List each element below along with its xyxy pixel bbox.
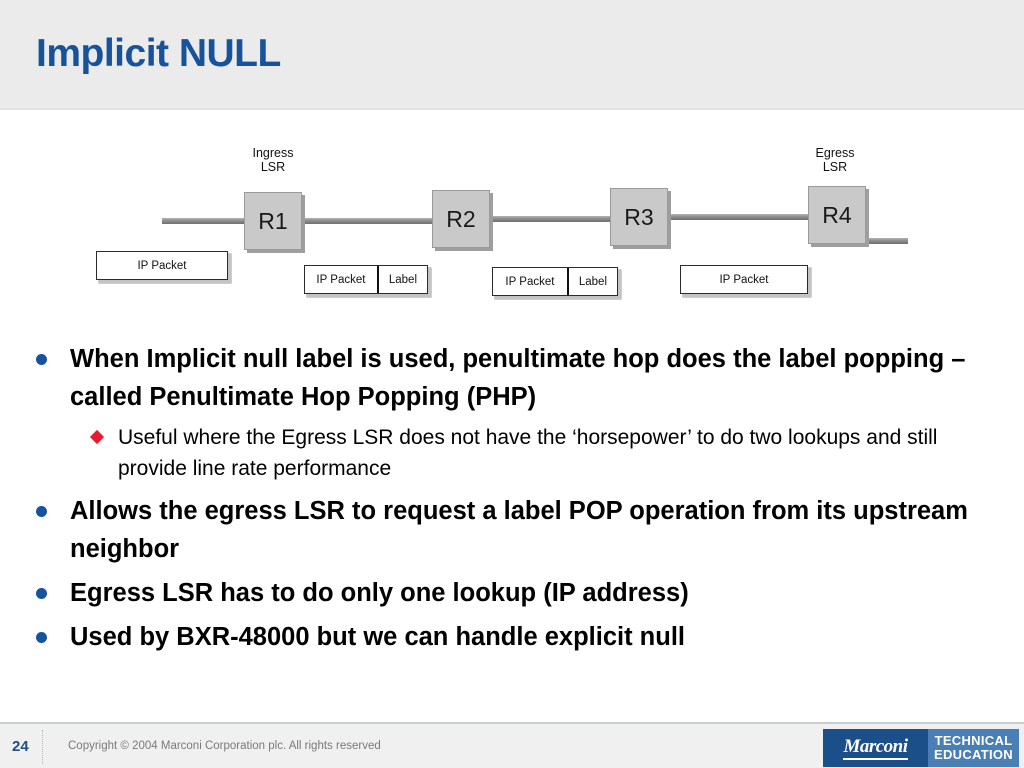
bullet-diamond-icon xyxy=(89,429,105,445)
bullet-text: Used by BXR-48000 but we can handle expl… xyxy=(70,623,686,651)
ingress-lsr-label: Ingress LSR xyxy=(252,146,294,174)
bullet-dot-icon xyxy=(36,632,47,643)
packet-label-cell: Label xyxy=(376,266,427,293)
slide-header: Implicit NULL xyxy=(0,0,1024,110)
sub-bullet-item: Useful where the Egress LSR does not hav… xyxy=(0,422,1024,484)
logo-line-technical: TECHNICAL xyxy=(934,733,1013,748)
router-node-r2[interactable]: R2 xyxy=(432,190,490,248)
bullet-dot-icon xyxy=(36,588,47,599)
marconi-technical-education-logo: Marconi TECHNICAL EDUCATION xyxy=(823,729,1019,767)
router-node-r3[interactable]: R3 xyxy=(610,188,668,246)
packet-ip-cell: IP Packet xyxy=(719,273,769,286)
router-label: R3 xyxy=(624,203,654,230)
page-title: Implicit NULL xyxy=(36,32,281,75)
bullet-text: When Implicit null label is used, penult… xyxy=(70,345,966,411)
logo-line-education: EDUCATION xyxy=(933,747,1013,762)
page-number: 24 xyxy=(12,738,29,755)
link-r2-r3 xyxy=(490,216,618,222)
technical-education-panel: TECHNICAL EDUCATION xyxy=(928,729,1019,767)
bullet-text: Useful where the Egress LSR does not hav… xyxy=(118,426,938,480)
router-node-r4[interactable]: R4 xyxy=(808,186,866,244)
bullet-text: Allows the egress LSR to request a label… xyxy=(70,497,968,563)
packet-ip-cell: IP Packet xyxy=(316,273,366,286)
marconi-wordmark: Marconi xyxy=(843,736,908,760)
bullet-dot-icon xyxy=(36,354,47,365)
link-r1-r2 xyxy=(300,218,438,224)
router-node-r1[interactable]: R1 xyxy=(244,192,302,250)
bullet-item: Egress LSR has to do only one lookup (IP… xyxy=(0,574,1024,612)
packet-box-ingress: IP Packet xyxy=(96,251,228,280)
link-r3-r4 xyxy=(666,214,816,220)
bullet-dot-icon xyxy=(36,506,47,517)
bullet-item: Allows the egress LSR to request a label… xyxy=(0,492,1024,568)
marconi-logo-panel: Marconi xyxy=(823,729,928,767)
bullet-item: Used by BXR-48000 but we can handle expl… xyxy=(0,618,1024,656)
packet-ip-cell: IP Packet xyxy=(505,275,555,288)
router-label: R4 xyxy=(822,201,852,228)
bullet-text: Egress LSR has to do only one lookup (IP… xyxy=(70,579,689,607)
slide-body: When Implicit null label is used, penult… xyxy=(0,340,1024,662)
router-label: R1 xyxy=(258,207,288,234)
copyright-text: Copyright © 2004 Marconi Corporation plc… xyxy=(68,740,381,752)
mpls-topology-diagram: Ingress LSR Egress LSR R1 R2 R3 R4 IP Pa… xyxy=(0,110,1024,325)
router-label: R2 xyxy=(446,205,476,232)
link-edge-in xyxy=(162,218,258,224)
bullet-item: When Implicit null label is used, penult… xyxy=(0,340,1024,416)
slide-footer: 24 Copyright © 2004 Marconi Corporation … xyxy=(0,722,1024,768)
egress-lsr-label: Egress LSR xyxy=(815,146,855,174)
packet-box-r3-r4: IP Packet xyxy=(680,265,808,294)
link-edge-out xyxy=(866,238,908,244)
footer-divider xyxy=(42,730,43,764)
packet-box-r1-r2: IP Packet Label xyxy=(304,265,428,294)
packet-box-r2-r3: IP Packet Label xyxy=(492,267,618,296)
packet-label-cell: Label xyxy=(566,268,617,295)
packet-ip-cell: IP Packet xyxy=(137,259,187,272)
